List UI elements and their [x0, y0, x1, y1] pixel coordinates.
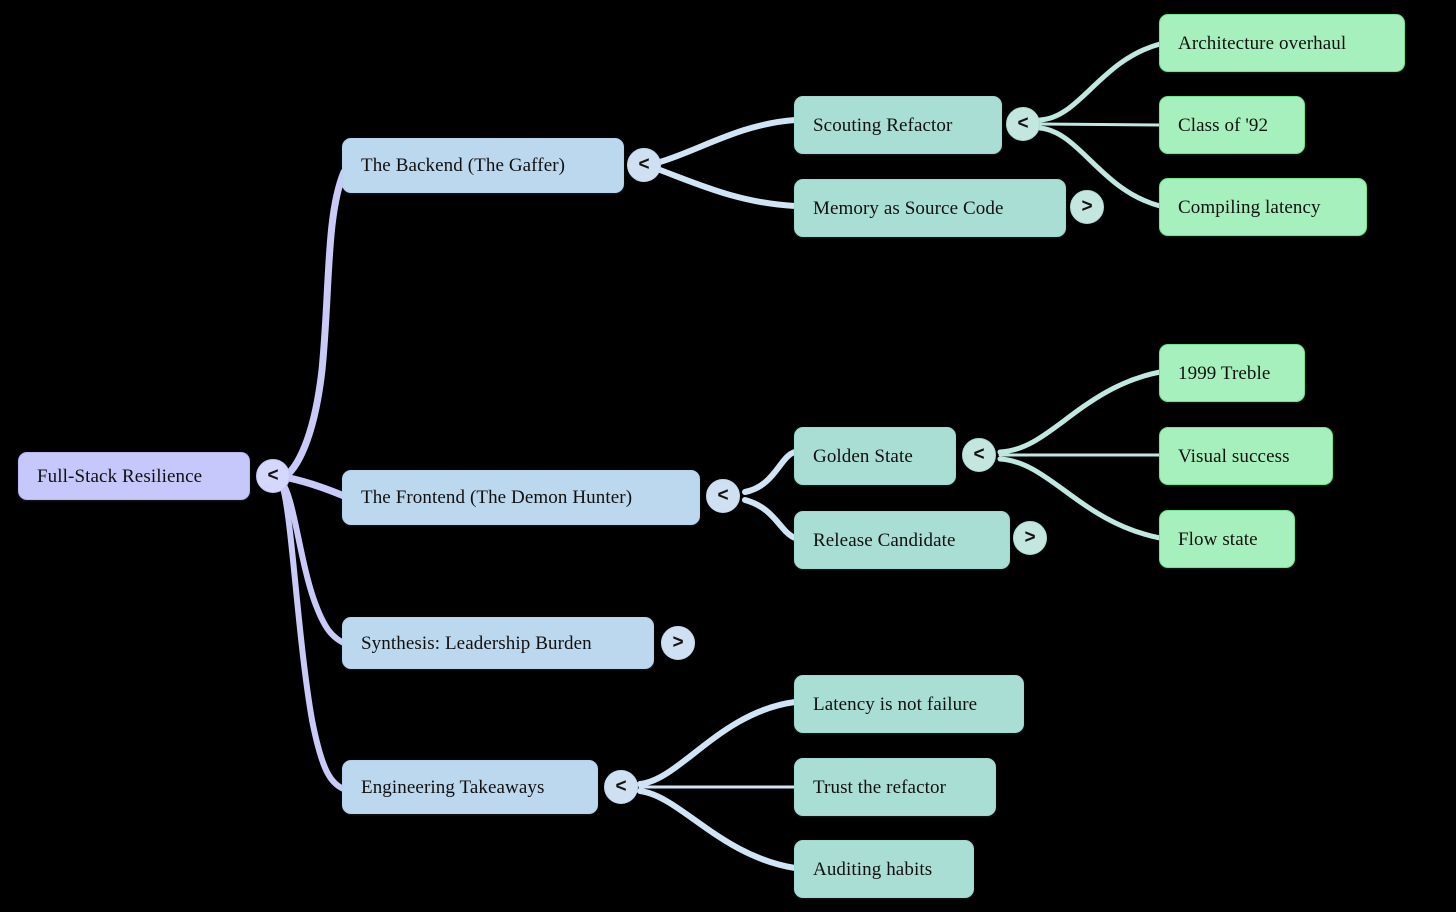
toggle-scouting-refactor[interactable]: <: [1006, 107, 1040, 141]
node-synthesis-leadership-burden[interactable]: Synthesis: Leadership Burden: [342, 617, 654, 669]
node-label: Scouting Refactor: [813, 114, 953, 136]
toggle-the-frontend[interactable]: <: [706, 479, 740, 513]
toggle-golden-state[interactable]: <: [962, 438, 996, 472]
toggle-synthesis[interactable]: >: [661, 626, 695, 660]
node-engineering-takeaways[interactable]: Engineering Takeaways: [342, 760, 598, 814]
edge-scouting-architecture: [1037, 41, 1163, 123]
node-label: Class of '92: [1178, 114, 1269, 136]
node-architecture-overhaul[interactable]: Architecture overhaul: [1159, 14, 1405, 72]
node-release-candidate[interactable]: Release Candidate: [794, 511, 1010, 569]
edge-scouting-class92: [1038, 122, 1162, 127]
node-label: Latency is not failure: [813, 693, 978, 715]
edge-root-synthesis: [280, 481, 349, 647]
node-label: Synthesis: Leadership Burden: [361, 632, 592, 654]
node-label: Auditing habits: [813, 858, 933, 880]
node-1999-treble[interactable]: 1999 Treble: [1159, 344, 1305, 402]
node-class-of-92[interactable]: Class of '92: [1159, 96, 1305, 154]
node-scouting-refactor[interactable]: Scouting Refactor: [794, 96, 1002, 154]
toggle-the-backend[interactable]: <: [627, 148, 661, 182]
node-flow-state[interactable]: Flow state: [1159, 510, 1295, 568]
edge-root-backend: [280, 168, 348, 481]
edge-backend-memory: [657, 167, 798, 209]
node-label: The Frontend (The Demon Hunter): [361, 487, 633, 508]
node-label: Engineering Takeaways: [361, 776, 545, 798]
edge-takeaways-auditing: [637, 788, 798, 871]
node-latency-is-not-failure[interactable]: Latency is not failure: [794, 675, 1024, 733]
node-label: Flow state: [1178, 528, 1258, 550]
node-auditing-habits[interactable]: Auditing habits: [794, 840, 974, 898]
node-the-frontend[interactable]: The Frontend (The Demon Hunter): [342, 470, 700, 525]
node-label: Trust the refactor: [813, 776, 947, 798]
node-label: Full-Stack Resilience: [37, 465, 203, 487]
node-label: Release Candidate: [813, 529, 956, 551]
node-label: The Backend (The Gaffer): [361, 155, 566, 176]
node-visual-success[interactable]: Visual success: [1159, 427, 1333, 485]
edge-golden-treble: [997, 369, 1163, 455]
node-memory-as-source-code[interactable]: Memory as Source Code: [794, 179, 1066, 237]
node-compiling-latency[interactable]: Compiling latency: [1159, 178, 1367, 236]
toggle-memory-as-source-code[interactable]: >: [1070, 190, 1104, 224]
toggle-engineering-takeaways[interactable]: <: [604, 770, 638, 804]
node-label: Architecture overhaul: [1178, 32, 1347, 54]
node-label: 1999 Treble: [1178, 362, 1271, 384]
node-label: Compiling latency: [1178, 196, 1321, 218]
node-full-stack-resilience[interactable]: Full-Stack Resilience: [18, 452, 250, 500]
node-label: Visual success: [1178, 445, 1290, 467]
edge-backend-scouting: [657, 117, 798, 165]
node-golden-state[interactable]: Golden State: [794, 427, 956, 485]
toggle-root[interactable]: <: [256, 459, 290, 493]
edge-root-takeaways: [280, 485, 349, 793]
node-trust-the-refactor[interactable]: Trust the refactor: [794, 758, 996, 816]
edge-takeaways-latency: [637, 699, 798, 787]
edge-root-frontend: [280, 473, 348, 500]
node-label: Memory as Source Code: [813, 197, 1004, 219]
edge-frontend-release: [742, 497, 798, 541]
node-the-backend[interactable]: The Backend (The Gaffer): [342, 138, 624, 193]
toggle-release-candidate[interactable]: >: [1013, 521, 1047, 555]
edge-frontend-golden: [742, 449, 798, 495]
node-label: Golden State: [813, 445, 913, 467]
